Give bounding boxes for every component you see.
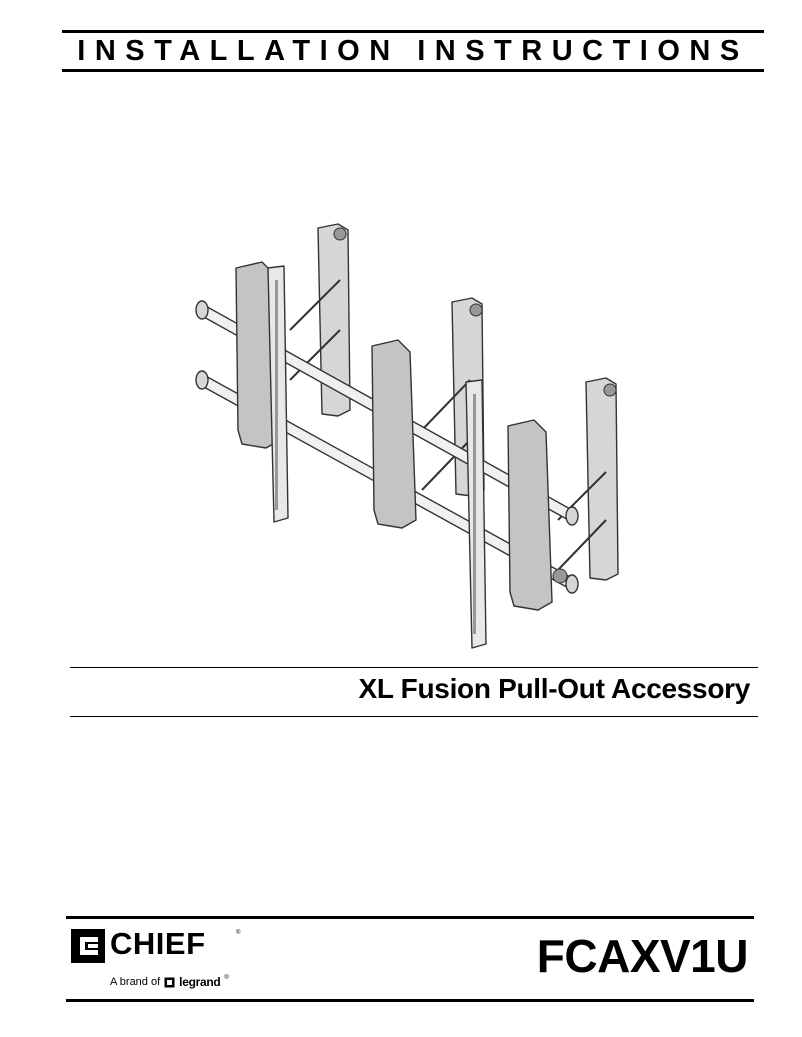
chief-logo: CHIEF ® A brand of legrand ®: [70, 926, 245, 994]
brand-line: A brand of legrand ®: [110, 975, 229, 989]
header-title: INSTALLATION INSTRUCTIONS: [77, 35, 749, 67]
title-rule-top: [70, 667, 758, 668]
model-number: FCAXV1U: [536, 930, 749, 982]
chief-wordmark: CHIEF: [110, 926, 206, 961]
brand-tagline: A brand of: [110, 976, 161, 988]
title-rule-bottom: [70, 716, 758, 717]
legrand-square-icon: [164, 977, 175, 987]
header-rule-top: [62, 30, 764, 33]
chief-registered-mark: ®: [236, 930, 241, 936]
header-rule-bottom: [62, 69, 764, 72]
footer-rule-bottom: [66, 999, 754, 1002]
legrand-wordmark: legrand: [179, 975, 221, 989]
legrand-registered-mark: ®: [224, 975, 229, 981]
chief-c-mark-icon: [71, 929, 105, 963]
wall-mount-bracket-illustration: [195, 223, 619, 649]
footer-rule-top: [66, 916, 754, 919]
product-name: XL Fusion Pull-Out Accessory: [358, 673, 751, 704]
